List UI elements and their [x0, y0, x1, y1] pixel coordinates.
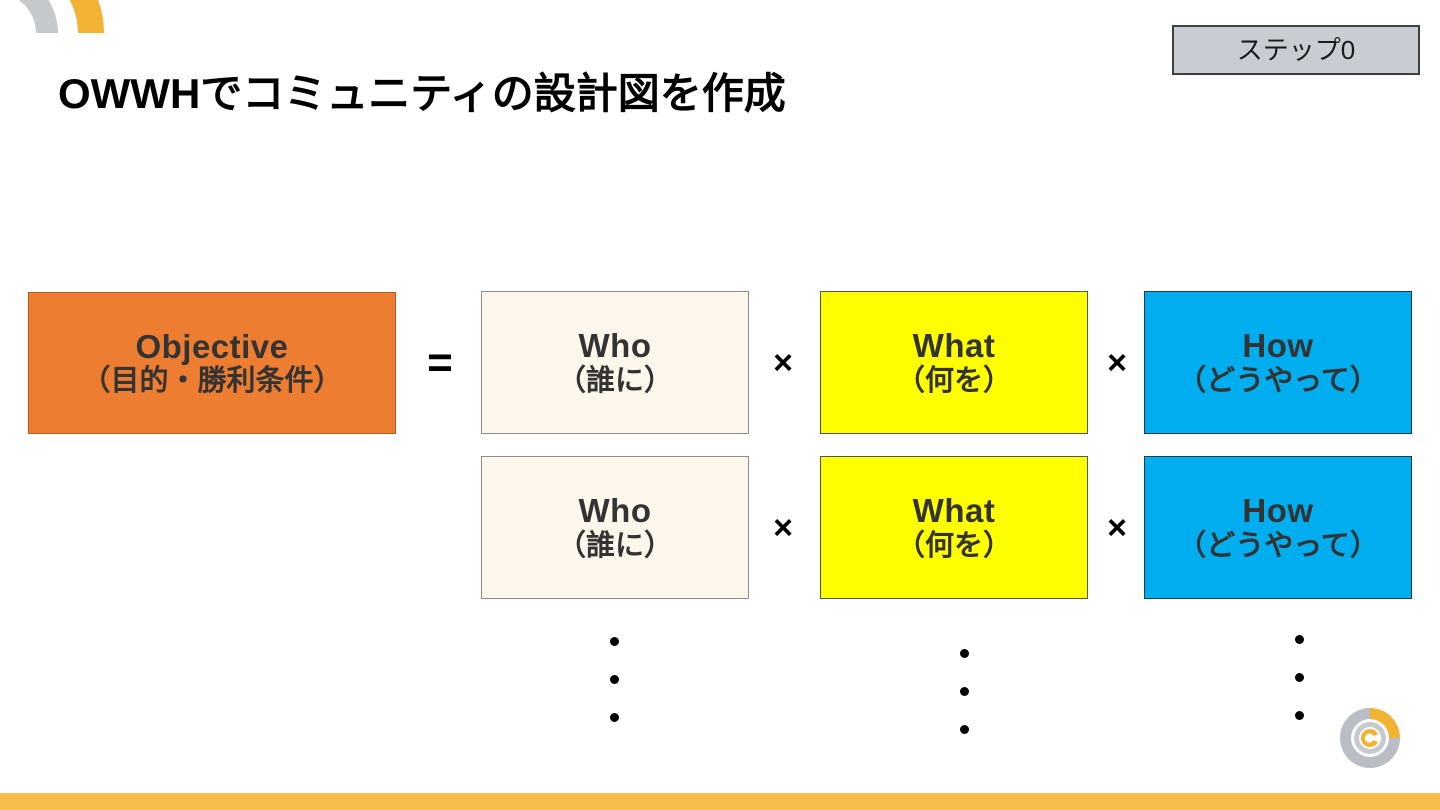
- step-badge-label: ステップ0: [1236, 35, 1356, 65]
- ellipsis-dot: [1295, 635, 1304, 644]
- who-jp: （誰に）: [556, 529, 673, 562]
- what-en: What: [912, 327, 996, 365]
- times-operator-row2-b: ×: [1107, 509, 1127, 547]
- ellipsis-dot: [960, 649, 969, 658]
- ellipsis-how: [1295, 635, 1304, 720]
- what-jp: （何を）: [895, 529, 1012, 562]
- who-box-row2[interactable]: Who （誰に）: [481, 456, 749, 599]
- how-jp: （どうやって）: [1177, 529, 1379, 562]
- objective-en: Objective: [135, 327, 289, 365]
- how-box-row1[interactable]: How （どうやって）: [1144, 291, 1412, 434]
- what-box-row1[interactable]: What （何を）: [820, 291, 1088, 434]
- who-en: Who: [578, 492, 652, 530]
- what-box-row2[interactable]: What （何を）: [820, 456, 1088, 599]
- ellipsis-dot: [610, 637, 619, 646]
- objective-box[interactable]: Objective （目的・勝利条件）: [28, 292, 396, 434]
- how-en: How: [1242, 327, 1314, 365]
- ellipsis-dot: [610, 713, 619, 722]
- who-en: Who: [578, 327, 652, 365]
- what-jp: （何を）: [895, 364, 1012, 397]
- equals-operator: =: [427, 338, 453, 387]
- ellipsis-dot: [1295, 673, 1304, 682]
- ellipsis-what: [960, 649, 969, 734]
- ellipsis-who: [610, 637, 619, 722]
- ellipsis-dot: [960, 725, 969, 734]
- how-jp: （どうやって）: [1177, 364, 1379, 397]
- ellipsis-dot: [610, 675, 619, 684]
- times-operator-row1-b: ×: [1107, 344, 1127, 382]
- how-box-row2[interactable]: How （どうやって）: [1144, 456, 1412, 599]
- how-en: How: [1242, 492, 1314, 530]
- ellipsis-dot: [1295, 711, 1304, 720]
- what-en: What: [912, 492, 996, 530]
- brand-logo-icon: [1336, 704, 1404, 772]
- step-badge: ステップ0: [1172, 25, 1420, 75]
- bottom-accent-bar: [0, 793, 1440, 810]
- times-operator-row2-a: ×: [773, 509, 793, 547]
- ellipsis-dot: [960, 687, 969, 696]
- who-jp: （誰に）: [556, 364, 673, 397]
- who-box-row1[interactable]: Who （誰に）: [481, 291, 749, 434]
- objective-jp: （目的・勝利条件）: [81, 365, 343, 398]
- times-operator-row1-a: ×: [773, 344, 793, 382]
- page-title: OWWHでコミュニティの設計図を作成: [58, 70, 786, 117]
